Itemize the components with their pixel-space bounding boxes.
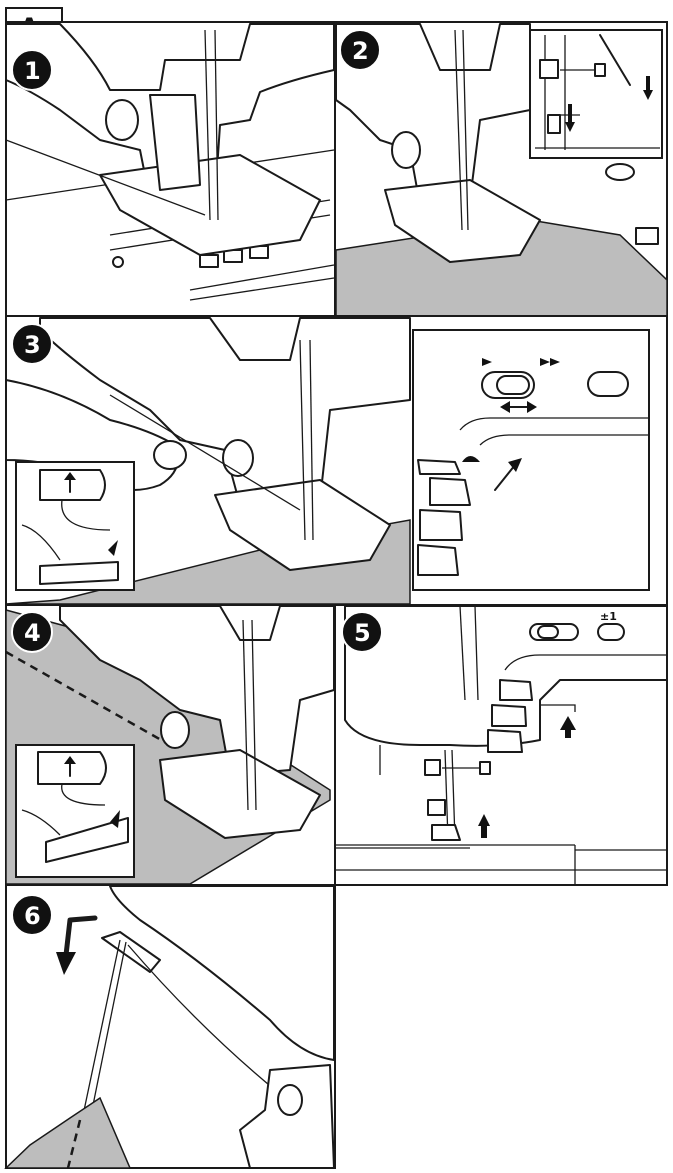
svg-text:3: 3 xyxy=(24,331,41,359)
step-badge-4 xyxy=(11,611,53,653)
panel-5: ±1 5 xyxy=(334,604,668,886)
panel-2: 2 xyxy=(334,21,668,317)
stitch-length-symbol: ±1 xyxy=(600,610,617,623)
svg-text:5: 5 xyxy=(354,619,371,647)
svg-text:1: 1 xyxy=(24,57,41,85)
svg-text:4: 4 xyxy=(24,619,41,647)
step-badge-2 xyxy=(339,29,381,71)
panel-3: 3 xyxy=(5,315,668,606)
step-badge-5 xyxy=(341,611,383,653)
svg-text:6: 6 xyxy=(24,902,41,930)
svg-text:2: 2 xyxy=(352,37,369,65)
step-badge-6 xyxy=(11,894,53,936)
panel-1: 1 xyxy=(5,21,336,317)
panel-4: 4 xyxy=(5,604,336,886)
step-badge-3 xyxy=(11,323,53,365)
panel-6: 6 xyxy=(4,884,336,1169)
inset-needle-closeup xyxy=(529,29,663,159)
step-badge-1 xyxy=(11,49,53,91)
